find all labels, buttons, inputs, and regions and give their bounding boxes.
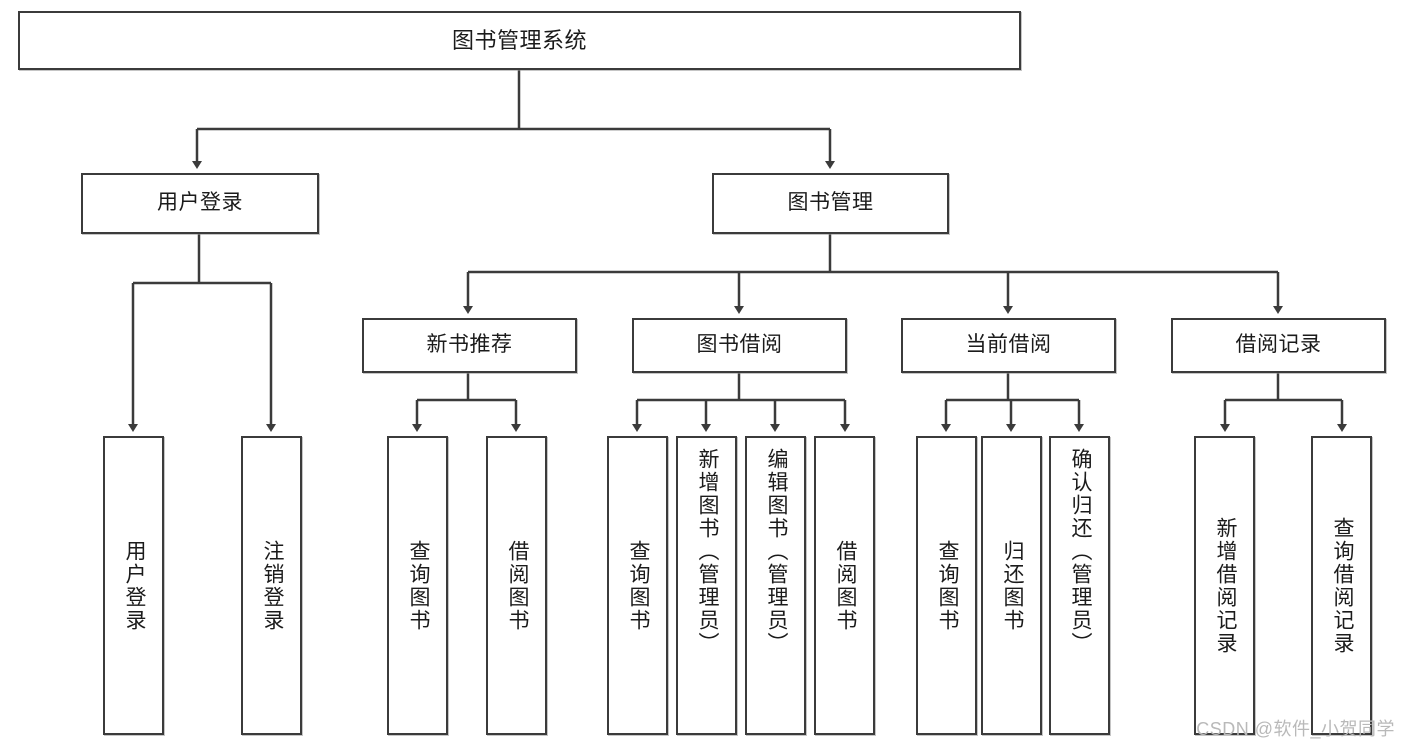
- node-current-borrow-label: 当前借阅: [965, 333, 1052, 357]
- node-new-book-recommend-label: 新书推荐: [426, 333, 513, 357]
- node-book-manage-label: 图书管理: [787, 191, 874, 215]
- node-leaf-add-record-label: 新增借阅记录: [1213, 516, 1237, 655]
- node-leaf-borrow-book-2[interactable]: 借阅图书: [814, 436, 875, 735]
- node-leaf-edit-book-label: 编辑图书（管理员）: [764, 448, 788, 655]
- node-leaf-query-book-2-label: 查询图书: [626, 539, 650, 632]
- node-leaf-add-book-label: 新增图书（管理员）: [695, 448, 719, 655]
- node-borrow-record[interactable]: 借阅记录: [1171, 318, 1386, 373]
- node-leaf-confirm-return[interactable]: 确认归还（管理员）: [1049, 436, 1110, 735]
- node-leaf-query-book-1-label: 查询图书: [406, 539, 430, 632]
- node-leaf-borrow-book-1-label: 借阅图书: [505, 539, 529, 632]
- node-leaf-add-record[interactable]: 新增借阅记录: [1194, 436, 1255, 735]
- node-leaf-return-book[interactable]: 归还图书: [981, 436, 1042, 735]
- node-current-borrow[interactable]: 当前借阅: [901, 318, 1116, 373]
- node-leaf-query-book-1[interactable]: 查询图书: [387, 436, 448, 735]
- node-borrow-record-label: 借阅记录: [1235, 333, 1322, 357]
- node-book-manage[interactable]: 图书管理: [712, 173, 949, 234]
- node-leaf-query-record-label: 查询借阅记录: [1330, 516, 1354, 655]
- node-leaf-borrow-book-2-label: 借阅图书: [833, 539, 857, 632]
- node-leaf-return-book-label: 归还图书: [1000, 539, 1024, 632]
- node-leaf-confirm-return-label: 确认归还（管理员）: [1068, 448, 1092, 655]
- node-root-label: 图书管理系统: [451, 27, 587, 53]
- node-leaf-user-login-label: 用户登录: [122, 539, 146, 632]
- node-user-login[interactable]: 用户登录: [81, 173, 319, 234]
- node-leaf-query-book-2[interactable]: 查询图书: [607, 436, 668, 735]
- node-leaf-add-book[interactable]: 新增图书（管理员）: [676, 436, 737, 735]
- node-root[interactable]: 图书管理系统: [18, 11, 1021, 70]
- node-new-book-recommend[interactable]: 新书推荐: [362, 318, 577, 373]
- node-leaf-query-book-3[interactable]: 查询图书: [916, 436, 977, 735]
- node-leaf-query-record[interactable]: 查询借阅记录: [1311, 436, 1372, 735]
- node-leaf-query-book-3-label: 查询图书: [935, 539, 959, 632]
- node-user-login-label: 用户登录: [157, 191, 243, 215]
- node-leaf-logout-login[interactable]: 注销登录: [241, 436, 302, 735]
- node-leaf-logout-login-label: 注销登录: [260, 539, 284, 632]
- node-book-borrow[interactable]: 图书借阅: [632, 318, 847, 373]
- node-book-borrow-label: 图书借阅: [696, 333, 783, 357]
- node-leaf-borrow-book-1[interactable]: 借阅图书: [486, 436, 547, 735]
- node-leaf-user-login[interactable]: 用户登录: [103, 436, 164, 735]
- node-leaf-edit-book[interactable]: 编辑图书（管理员）: [745, 436, 806, 735]
